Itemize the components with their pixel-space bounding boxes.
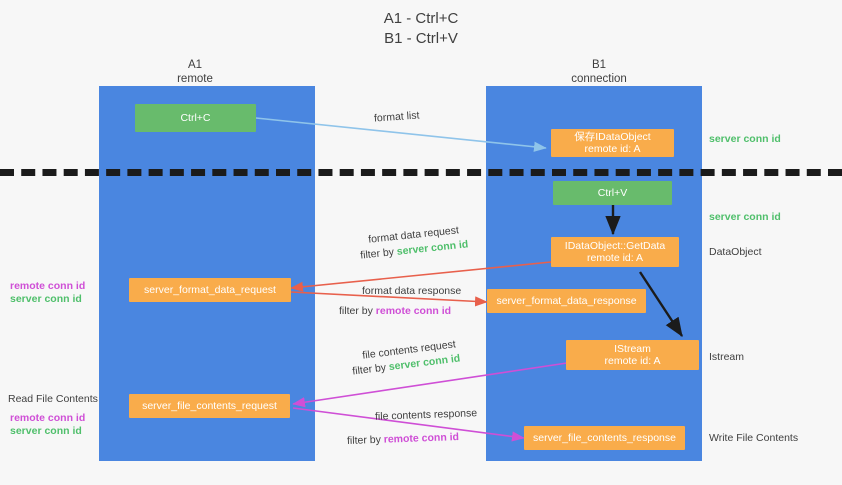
annotation-read-file-contents: Read File Contents — [8, 393, 98, 405]
node-getdata-line1: IDataObject::GetData — [564, 239, 666, 252]
node-istream-line1: IStream — [614, 342, 651, 355]
edge-filter-file-contents-response: filter by remote conn id — [347, 430, 459, 448]
column-a1-sub: remote — [177, 73, 213, 85]
annotation-server-conn-id-2: server conn id — [10, 425, 82, 437]
node-server-format-data-request-label: server_format_data_request — [144, 283, 276, 296]
node-server-file-contents-request[interactable]: server_file_contents_request — [129, 394, 290, 418]
edge-filter-format-data-response: filter by remote conn id — [339, 304, 451, 318]
filter-prefix: filter by — [359, 245, 398, 262]
edge-label-format-list: format list — [373, 109, 420, 125]
node-idataobject-getdata[interactable]: IDataObject::GetData remote id: A — [551, 237, 679, 267]
column-b1-sub: connection — [571, 73, 627, 85]
filter-prefix: filter by — [351, 361, 390, 378]
annotation-server-conn-id-1: server conn id — [10, 293, 82, 305]
node-ctrl-c-label: Ctrl+C — [180, 111, 211, 124]
annotation-server-conn-id-mid: server conn id — [709, 211, 781, 223]
filter-prefix: filter by — [346, 433, 384, 447]
edge-label-file-contents-response: file contents response — [374, 407, 478, 423]
node-idataobject-line1: 保存IDataObject — [574, 130, 651, 143]
node-ctrl-c[interactable]: Ctrl+C — [135, 104, 256, 132]
node-server-file-contents-response-label: server_file_contents_response — [532, 431, 676, 444]
annotation-server-conn-id-top: server conn id — [709, 133, 781, 145]
title-line-1: A1 - Ctrl+C — [383, 10, 459, 27]
node-server-format-data-response-label: server_format_data_response — [496, 294, 637, 307]
annotation-remote-conn-id-2: remote conn id — [10, 412, 86, 424]
node-ctrl-v[interactable]: Ctrl+V — [553, 181, 672, 205]
edge-label-format-data-response: format data response — [362, 285, 462, 297]
annotation-write-file-contents: Write File Contents — [709, 432, 799, 444]
annotation-remote-conn-id-1: remote conn id — [10, 280, 86, 292]
node-istream[interactable]: IStream remote id: A — [566, 340, 699, 370]
node-ctrl-v-label: Ctrl+V — [597, 186, 628, 199]
node-getdata-line2: remote id: A — [586, 252, 644, 264]
column-b1-name: B1 — [591, 59, 607, 71]
filter-value: remote conn id — [383, 431, 460, 446]
filter-value: remote conn id — [375, 305, 452, 317]
phase-divider — [0, 169, 842, 176]
filter-prefix: filter by — [339, 305, 376, 317]
page-title: A1 - Ctrl+C B1 - Ctrl+V — [0, 9, 842, 49]
node-server-format-data-response[interactable]: server_format_data_response — [487, 289, 646, 313]
node-idataobject-line2: remote id: A — [584, 143, 641, 155]
column-header-b1: B1 connection — [528, 58, 670, 86]
annotation-dataobject: DataObject — [709, 246, 762, 258]
node-server-format-data-request[interactable]: server_format_data_request — [129, 278, 291, 302]
node-server-file-contents-response[interactable]: server_file_contents_response — [524, 426, 685, 450]
annotation-istream: Istream — [709, 351, 745, 363]
title-line-2: B1 - Ctrl+V — [384, 30, 458, 47]
node-server-file-contents-request-label: server_file_contents_request — [142, 399, 277, 412]
column-a1-name: A1 — [187, 59, 203, 71]
node-idataobject[interactable]: 保存IDataObject remote id: A — [551, 129, 674, 157]
node-istream-line2: remote id: A — [604, 355, 661, 367]
column-header-a1: A1 remote — [124, 58, 266, 86]
